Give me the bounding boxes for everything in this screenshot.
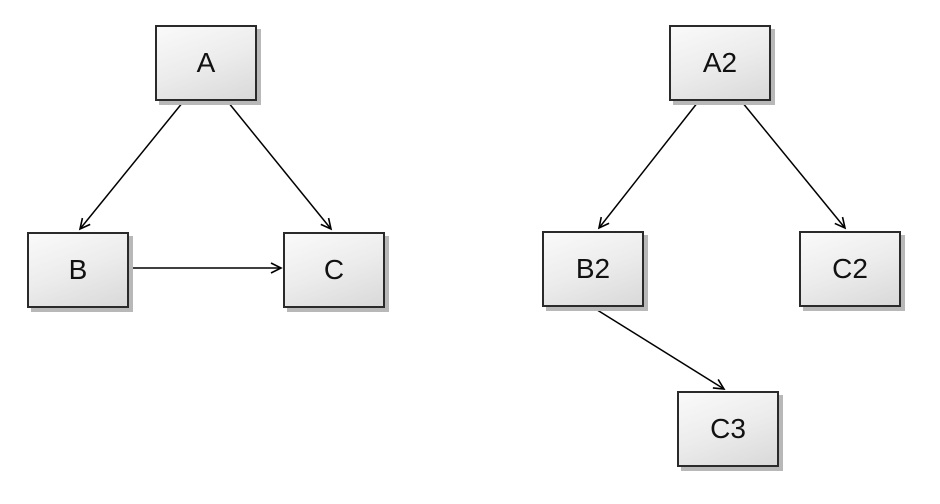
node-c3-label: C3: [710, 413, 746, 444]
node-a2[interactable]: A2: [669, 25, 771, 101]
node-a-label: A: [196, 47, 216, 78]
node-a2-label: A2: [702, 47, 738, 78]
node-b2[interactable]: B2: [542, 231, 644, 307]
node-c3[interactable]: C3: [677, 391, 779, 467]
node-b-label: B: [68, 254, 88, 285]
node-b2-label: B2: [575, 253, 611, 284]
edge-a2-to-b2[interactable]: [597, 101, 699, 230]
node-c2[interactable]: C2: [799, 231, 901, 307]
node-b[interactable]: B: [27, 232, 129, 308]
node-a[interactable]: A: [155, 25, 257, 101]
edge-a2-to-c2[interactable]: [741, 101, 847, 230]
edge-a-to-b[interactable]: [78, 101, 184, 231]
node-c[interactable]: C: [283, 232, 385, 308]
node-c-label: C: [323, 254, 345, 285]
edge-a-to-c[interactable]: [227, 101, 333, 231]
node-c2-label: C2: [832, 253, 868, 284]
edge-b2-to-c3[interactable]: [593, 307, 726, 390]
